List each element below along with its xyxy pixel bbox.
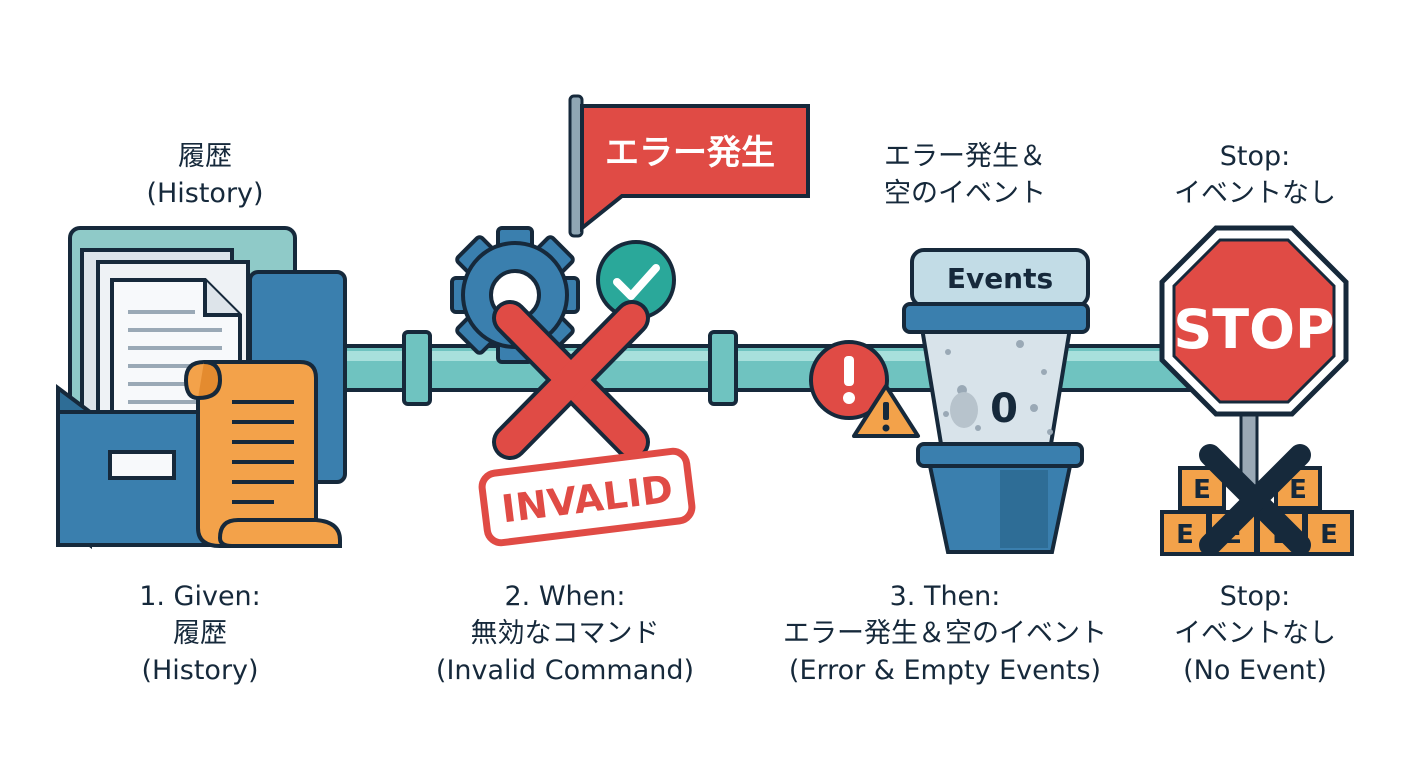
pipeline <box>298 330 1232 406</box>
error-empty-label: エラー発生＆ 空のイベント <box>884 141 1046 209</box>
stop-label: Stop: イベントなし <box>1174 141 1336 209</box>
error-flag-icon: エラー発生 <box>568 94 810 238</box>
cabinet-handle <box>108 450 176 480</box>
events-bucket-icon: 0 Events <box>902 248 1090 554</box>
step-then-label: 3. Then: エラー発生＆空のイベント (Error & Empty Eve… <box>783 581 1107 686</box>
pipe-joint <box>708 330 738 406</box>
alert-icon <box>809 340 889 420</box>
check-icon <box>596 240 676 320</box>
scroll-icon <box>183 360 342 548</box>
event-boxes-icon: E E E E E E <box>1160 444 1354 556</box>
event-box <box>1304 510 1354 556</box>
stop-sign-label: STOP <box>1173 298 1334 361</box>
events-label: Events <box>947 262 1053 295</box>
history-label: 履歴 (History) <box>146 141 264 209</box>
events-count: 0 <box>990 386 1018 432</box>
no-event-x-icon <box>1199 444 1311 556</box>
invalid-x-icon <box>492 300 650 460</box>
event-box-letter: E <box>1289 475 1307 505</box>
event-box-letter: E <box>1193 475 1211 505</box>
invalid-stamp: INVALID <box>478 447 696 547</box>
warning-icon <box>852 384 920 438</box>
gear-icon <box>450 226 580 364</box>
event-box-letter: E <box>1320 520 1338 550</box>
step-given-label: 1. Given: 履歴 (History) <box>139 581 261 686</box>
flag-label: エラー発生 <box>605 133 775 173</box>
step-when-label: 2. When: 無効なコマンド (Invalid Command) <box>435 581 695 686</box>
pipe-joint <box>402 330 432 406</box>
stop-sign-icon: STOP <box>1159 225 1349 544</box>
step-stop-label: Stop: イベントなし (No Event) <box>1174 581 1336 686</box>
event-box-letter: E <box>1176 520 1194 550</box>
